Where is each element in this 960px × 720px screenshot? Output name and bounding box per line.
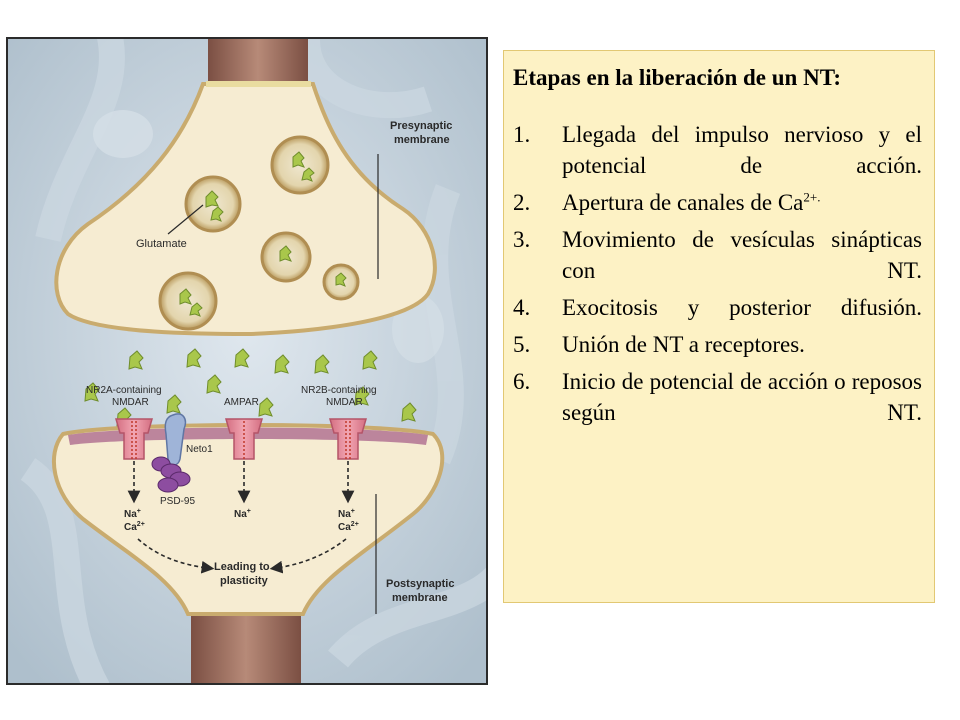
- stage-item-4: 4. Exocitosis y posterior difusión.: [513, 292, 922, 323]
- ampar-receptor: [225, 418, 263, 460]
- stage-text: Llegada del impulso nervioso y el potenc…: [562, 122, 922, 178]
- pointer-lines: [167, 154, 379, 614]
- ion-label-left: Na+ Ca2+: [124, 508, 145, 533]
- psd95-protein: [151, 456, 191, 493]
- stage-text: Inicio de potencial de acción o reposos …: [562, 369, 922, 425]
- stage-item-3: 3. Movimiento de vesículas sinápticas co…: [513, 224, 922, 286]
- stage-number: 1.: [513, 122, 531, 147]
- synapse-illustration: Presynaptic membrane Glutamate NR2A-cont…: [6, 37, 488, 685]
- ion-label-mid: Na+: [234, 508, 251, 520]
- nr2b-label-line2: NMDAR: [326, 397, 363, 408]
- plasticity-label-line1: Leading to: [214, 561, 270, 573]
- stage-text: Unión de NT a receptores.: [562, 332, 805, 357]
- svg-text:Na+: Na+: [338, 508, 355, 520]
- stage-item-1: 1. Llegada del impulso nervioso y el pot…: [513, 119, 922, 181]
- stage-item-6: 6. Inicio de potencial de acción o repos…: [513, 366, 922, 428]
- neto1-label: Neto1: [186, 444, 213, 455]
- postsynaptic-terminal: [51, 423, 445, 616]
- ampar-label: AMPAR: [224, 397, 259, 408]
- psd95-label: PSD-95: [160, 496, 195, 507]
- ion-flow-arrows: [127, 461, 355, 574]
- stage-item-5: 5. Unión de NT a receptores.: [513, 329, 922, 360]
- panel-title: Etapas en la liberación de un NT:: [513, 65, 841, 90]
- stage-number: 3.: [513, 227, 531, 252]
- ion-label-right: Na+ Ca2+: [338, 508, 359, 533]
- svg-text:Na+: Na+: [234, 508, 251, 520]
- nr2a-label-line2: NMDAR: [112, 397, 149, 408]
- synaptic-vesicles: [158, 135, 360, 331]
- stage-number: 6.: [513, 369, 531, 394]
- svg-text:Ca2+: Ca2+: [124, 521, 145, 533]
- stage-number: 2.: [513, 190, 531, 215]
- glutamate-label: Glutamate: [136, 238, 187, 250]
- nr2b-label-line1: NR2B-containing: [301, 385, 377, 396]
- stage-number: 5.: [513, 332, 531, 357]
- presynaptic-label-line1: Presynaptic: [390, 120, 452, 132]
- presynaptic-label-line2: membrane: [394, 134, 450, 146]
- nr2a-receptor: [115, 418, 153, 460]
- stages-list: 1. Llegada del impulso nervioso y el pot…: [513, 119, 922, 428]
- plasticity-label-line2: plasticity: [220, 575, 269, 587]
- svg-text:Na+: Na+: [124, 508, 141, 520]
- nr2b-receptor: [329, 418, 367, 460]
- postsynaptic-label-line1: Postsynaptic: [386, 578, 454, 590]
- svg-text:Ca2+: Ca2+: [338, 521, 359, 533]
- stage-number: 4.: [513, 295, 531, 320]
- stage-text: Exocitosis y posterior difusión.: [562, 295, 922, 320]
- stages-panel: Etapas en la liberación de un NT: 1. Lle…: [503, 50, 935, 603]
- stage-item-2: 2. Apertura de canales de Ca2+.: [513, 187, 922, 218]
- nr2a-label-line1: NR2A-containing: [86, 385, 162, 396]
- glutamate-molecules-vesicle: [179, 151, 347, 317]
- stage-superscript: 2+.: [803, 189, 821, 205]
- stage-text: Movimiento de vesículas sinápticas con N…: [562, 227, 922, 283]
- stage-text: Apertura de canales de Ca: [562, 190, 804, 215]
- postsynaptic-label-line2: membrane: [392, 592, 448, 604]
- glutamate-molecules-cleft: [84, 348, 417, 427]
